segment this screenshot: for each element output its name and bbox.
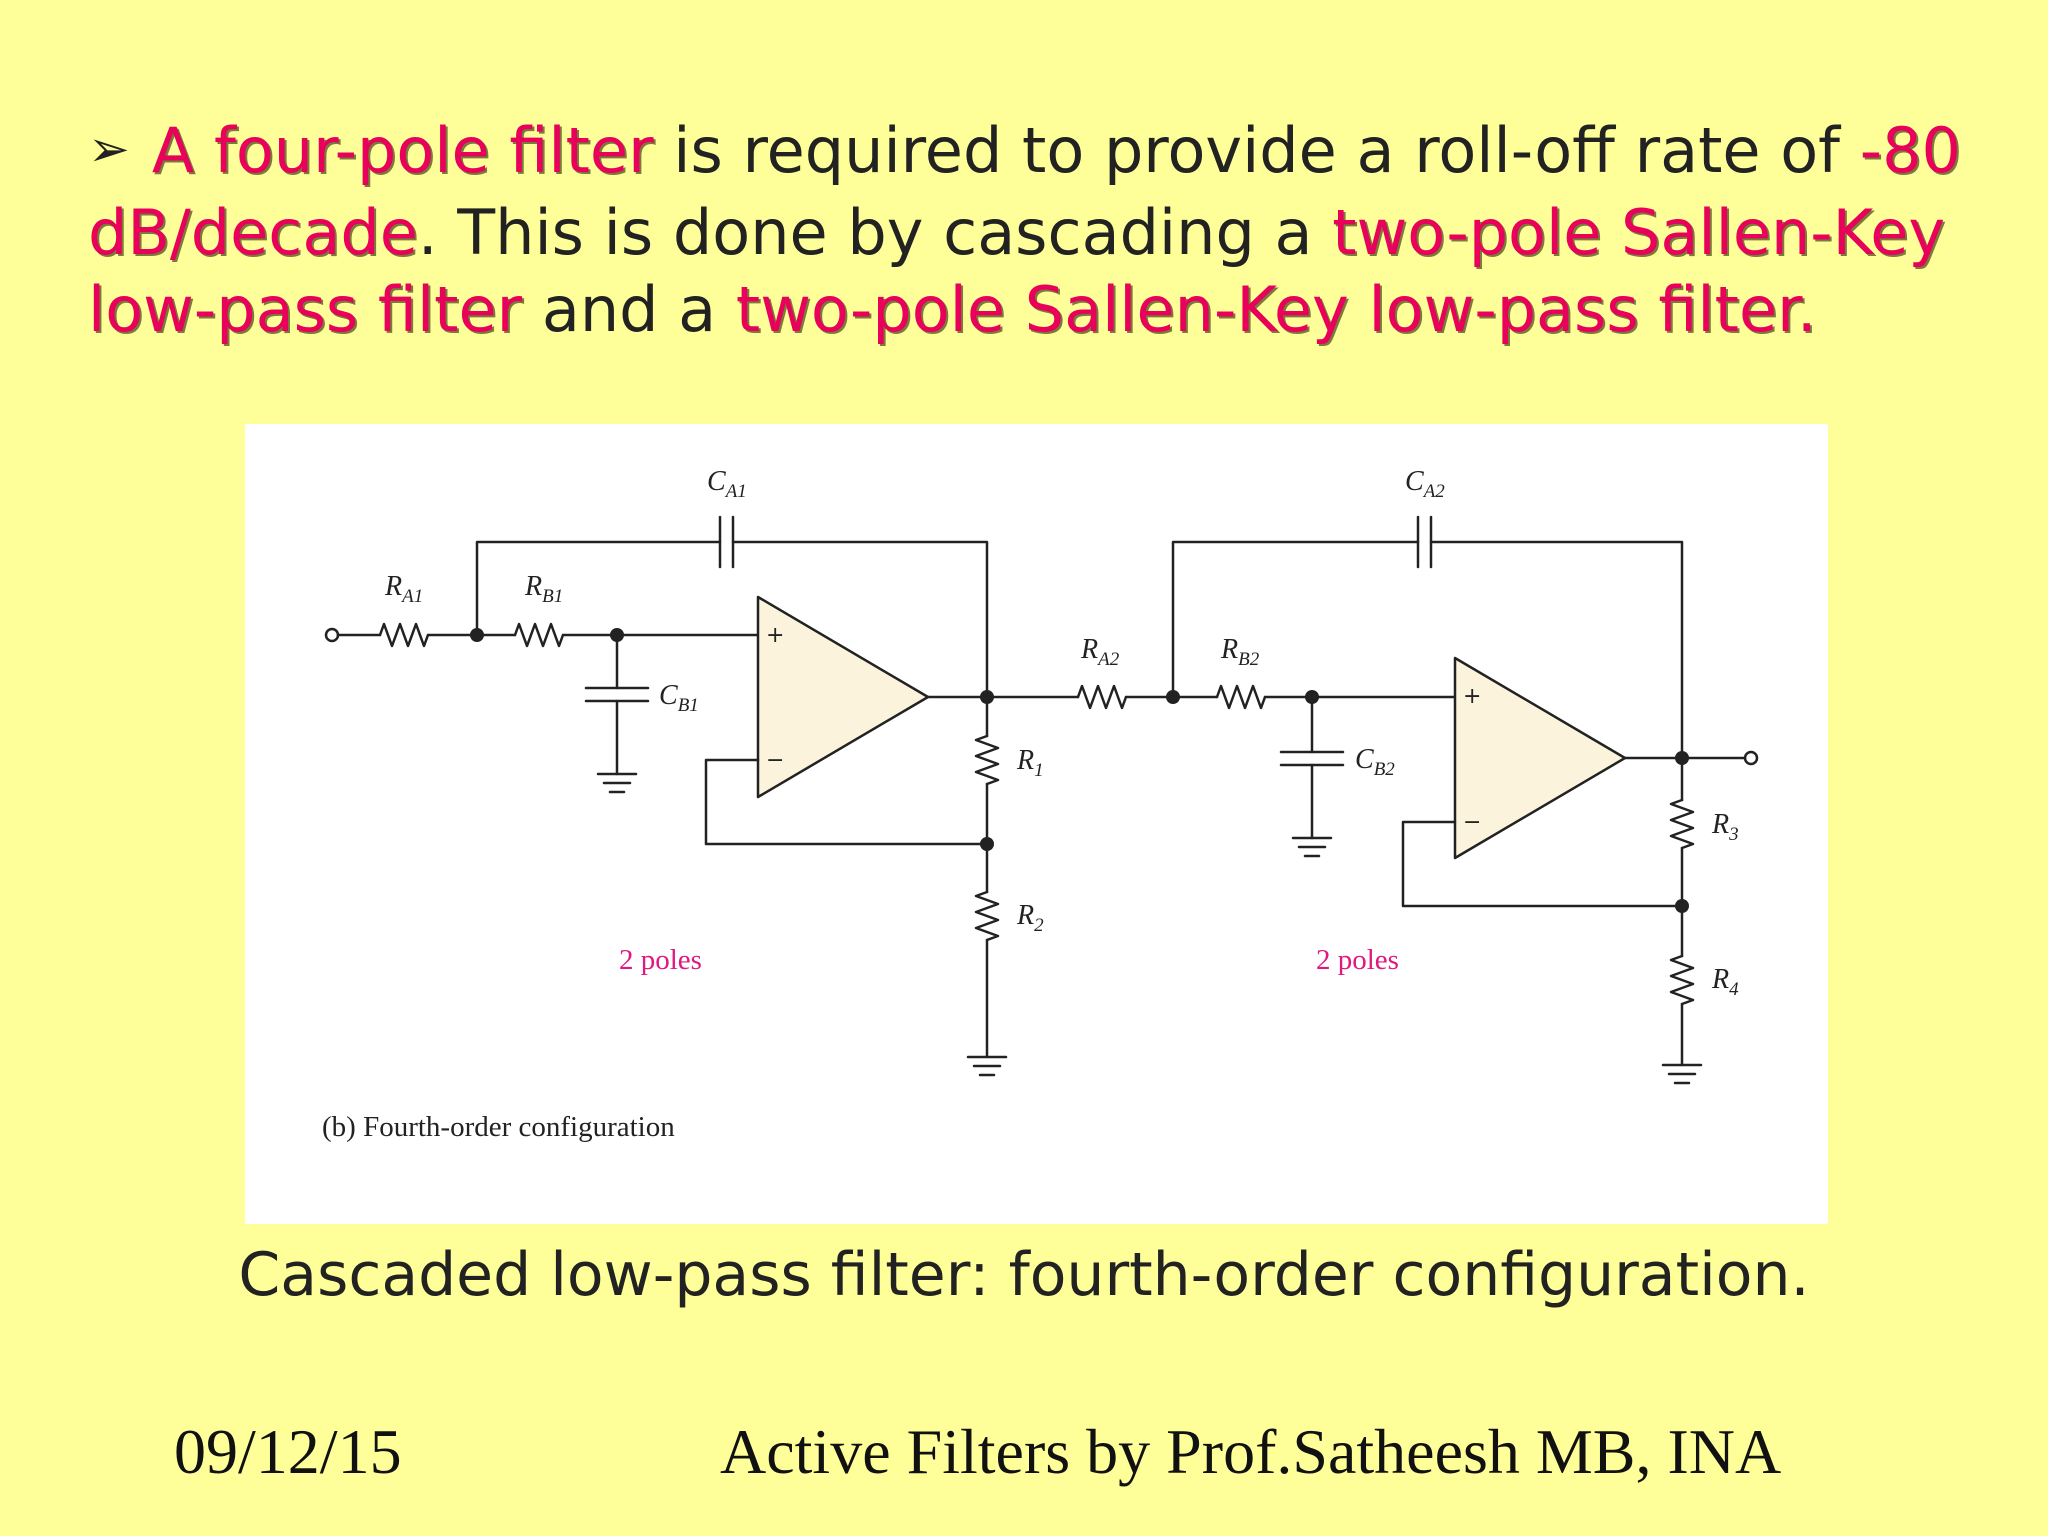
highlight-rolloff-rate: -80 dB/decade [88,114,1961,269]
capacitor-cb2 [1279,750,1345,767]
opamp-1 [756,595,930,799]
wire [704,758,989,846]
wire [475,540,722,637]
junction-dot [1675,751,1689,765]
opamp2-plus-sign: + [1463,684,1481,709]
ground-symbol [1291,836,1333,858]
label-cb1: CB1 [659,680,699,716]
resistor-r4 [1669,954,1695,1006]
capacitor-ca1 [718,515,735,569]
label-r4: R4 [1711,964,1739,1000]
highlight-four-pole-filter: A four-pole filter [151,114,654,187]
label-ca1: CA1 [707,466,747,502]
highlight-first-filter: two-pole Sallen-Key low-pass filter [88,196,1946,346]
opamp1-plus-sign: + [766,623,784,648]
footer-date: 09/12/15 [174,1416,402,1487]
resistor-r3 [1669,798,1695,850]
junction-dot [980,690,994,704]
ground-symbol [1661,1063,1703,1085]
footer-title: Active Filters by Prof.Satheesh MB, INA [720,1416,1782,1487]
figure-caption: Cascaded low-pass filter: fourth-order c… [238,1240,1810,1310]
label-cb2: CB2 [1355,744,1395,780]
resistor-ra2 [1076,684,1128,710]
label-r1: R1 [1016,745,1044,781]
label-r3: R3 [1711,809,1739,845]
opamp1-minus-sign: − [766,748,784,773]
wire [1401,820,1684,908]
wire [731,540,989,699]
label-rb2: RB2 [1220,634,1260,670]
arrow-bullet-icon: ➢ [88,120,130,178]
capacitor-cb1 [584,686,650,703]
junction-dot [1675,899,1689,913]
circuit-figure: + − + − CA1 CA2 RA1 RB1 CB1 RA2 RB2 CB2 … [245,424,1828,1224]
junction-dot [1166,690,1180,704]
input-terminal [324,627,340,643]
junction-dot [980,837,994,851]
resistor-rb2 [1215,684,1267,710]
resistor-ra1 [378,622,430,648]
label-ra2: RA2 [1080,634,1120,670]
label-ra1: RA1 [384,571,423,607]
poles-label-stage2: 2 poles [1316,944,1399,976]
wire [1171,540,1420,699]
opamp2-minus-sign: − [1463,810,1481,835]
label-ca2: CA2 [1405,466,1445,502]
junction-dot [610,628,624,642]
text-segment: . This is done by cascading a [417,196,1333,269]
label-rb1: RB1 [524,571,563,607]
junction-dot [470,628,484,642]
label-r2: R2 [1016,900,1044,936]
circuit-diagram: + − + − CA1 CA2 RA1 RB1 CB1 RA2 RB2 CB2 … [322,466,1759,1143]
text-segment: is required to provide a roll-off rate o… [653,114,1860,187]
poles-label-stage1: 2 poles [619,944,702,976]
wire [1429,540,1684,760]
opamp-2 [1453,656,1627,860]
ground-symbol [966,1055,1008,1077]
text-segment: and a [522,273,736,346]
bullet-paragraph: ➢ A four-pole filter is required to provi… [88,112,1968,348]
resistor-r2 [974,890,1000,942]
highlight-second-filter: two-pole Sallen-Key low-pass filter. [735,273,1817,346]
config-label: (b) Fourth-order configuration [322,1111,675,1143]
ground-symbol [596,772,638,794]
resistor-r1 [974,734,1000,786]
resistor-rb1 [513,622,565,648]
output-terminal [1743,750,1759,766]
junction-dot [1305,690,1319,704]
capacitor-ca2 [1416,515,1433,569]
